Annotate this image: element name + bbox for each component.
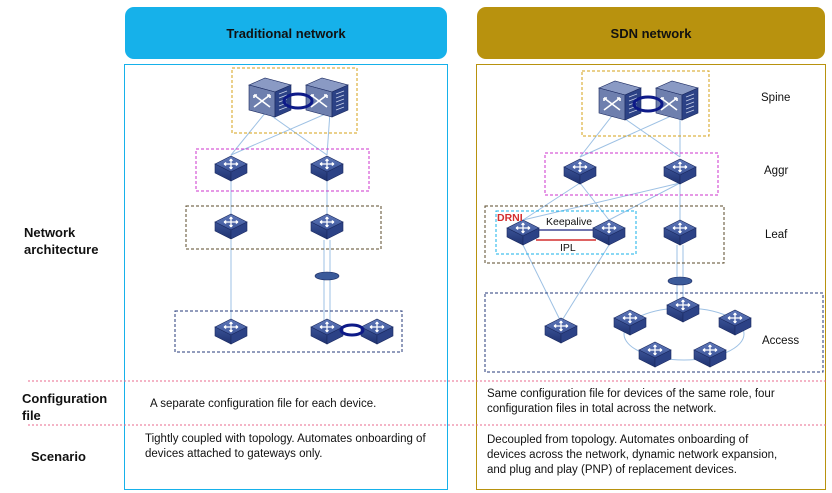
sdn-aggr-switch-1 — [563, 158, 597, 185]
sdn-aggr-group — [544, 152, 719, 196]
drni-label: DRNI — [497, 212, 523, 224]
traditional-leaf-switch-1 — [214, 213, 248, 240]
layer-label-spine: Spine — [761, 92, 791, 104]
sdn-access-switch-5 — [638, 341, 672, 368]
sdn-aggregation-bundle — [667, 276, 693, 286]
sdn-column-frame — [476, 64, 826, 490]
sdn-spine-group — [581, 70, 710, 137]
traditional-access-switch-3 — [360, 318, 394, 345]
traditional-access-switch-1 — [214, 318, 248, 345]
layer-label-leaf: Leaf — [765, 229, 788, 241]
sdn-title: SDN network — [610, 25, 692, 41]
sdn-access-group — [484, 292, 824, 373]
traditional-leaf-group — [185, 205, 382, 250]
traditional-aggr-group — [195, 148, 370, 192]
traditional-links — [230, 111, 331, 323]
sdn-spine-switch-2 — [655, 80, 699, 121]
traditional-scenario-text: Tightly coupled with topology. Automates… — [145, 433, 426, 460]
ipl-label: IPL — [560, 242, 576, 254]
traditional-aggr-switch-1 — [214, 155, 248, 182]
sdn-leaf-group — [484, 205, 725, 264]
traditional-aggregation-bundle — [314, 271, 340, 281]
keepalive-label: Keepalive — [546, 216, 593, 228]
traditional-column-frame — [124, 64, 448, 490]
traditional-core-link-ring — [282, 92, 314, 110]
traditional-access-link-ring — [339, 323, 365, 337]
traditional-core-switch-2 — [305, 77, 349, 118]
traditional-access-switch-2 — [310, 318, 344, 345]
sdn-leaf-switch-3 — [663, 219, 697, 246]
sdn-spine-link-ring — [632, 95, 664, 113]
sdn-aggr-switch-2 — [663, 158, 697, 185]
sdn-leaf-switch-2 — [592, 219, 626, 246]
sdn-access-switch-6 — [693, 341, 727, 368]
traditional-core-group — [231, 67, 358, 134]
traditional-header: Traditional network — [125, 7, 447, 59]
sdn-configuration-text: Same configuration file for devices of t… — [487, 388, 775, 415]
traditional-leaf-switch-2 — [310, 213, 344, 240]
traditional-aggr-switch-2 — [310, 155, 344, 182]
sdn-access-switch-2 — [613, 309, 647, 336]
row-label-network-architecture: Network architecture — [24, 225, 99, 257]
traditional-access-group — [174, 310, 403, 353]
sdn-access-switch-3 — [666, 296, 700, 323]
sdn-access-switch-4 — [718, 309, 752, 336]
layer-label-access: Access — [762, 335, 800, 347]
layer-label-aggr: Aggr — [764, 165, 789, 177]
traditional-configuration-text: A separate configuration file for each d… — [150, 398, 377, 410]
traditional-title: Traditional network — [226, 25, 346, 41]
row-label-configuration-file: Configuration file — [22, 391, 108, 423]
sdn-scenario-text: Decoupled from topology. Automates onboa… — [487, 434, 778, 476]
sdn-drni-group — [495, 210, 637, 255]
row-label-scenario: Scenario — [31, 449, 86, 464]
sdn-access-switch-1 — [544, 317, 578, 344]
sdn-header: SDN network — [477, 7, 825, 59]
